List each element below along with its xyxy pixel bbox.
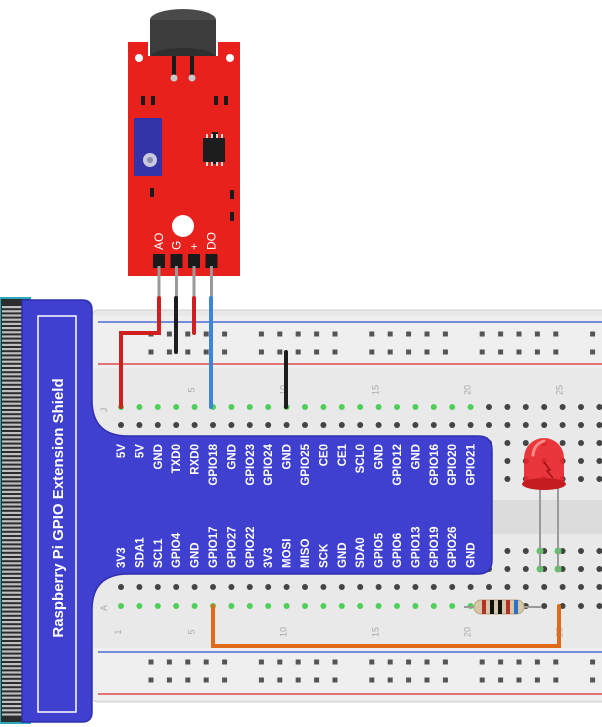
shield-labels-top: 5V 5V GND TXD0 RXD0 GPIO18 GND GPIO23 GPIO24 GND G… bbox=[116, 443, 478, 485]
gpio-pin-label: GND bbox=[337, 542, 349, 568]
gpio-pin-label: GPIO27 bbox=[226, 526, 238, 568]
gpio-pin-label: GND bbox=[466, 542, 478, 568]
column-number: 5 bbox=[187, 387, 197, 392]
column-number: 5 bbox=[187, 629, 197, 634]
resistor bbox=[464, 599, 542, 615]
rail-holes bbox=[148, 331, 596, 683]
sensor-pin-label: DO bbox=[205, 232, 219, 250]
column-number: 10 bbox=[279, 627, 289, 637]
shield-labels-bottom: 3V3 SDA1 SCL1 GPIO4 GND GPIO17 GPIO27 GPIO22 3V3… bbox=[116, 526, 478, 568]
column-number: 15 bbox=[371, 385, 381, 395]
column-number: 25 bbox=[555, 385, 565, 395]
gpio-pin-label: GPIO24 bbox=[263, 443, 275, 485]
gpio-extension-shield: Raspberry Pi GPIO Extension Shield 5V 5V G… bbox=[21, 299, 493, 723]
gpio-pin-label: GPIO19 bbox=[429, 526, 441, 568]
row-letter-a: A bbox=[99, 605, 109, 611]
gpio-pin-label: SDA0 bbox=[355, 537, 367, 568]
gpio-pin-label: TXD0 bbox=[171, 444, 183, 473]
gpio-pin-label: MISO bbox=[300, 539, 312, 568]
gpio-pin-label: GPIO6 bbox=[392, 533, 404, 568]
sensor-pin-label: + bbox=[187, 243, 201, 250]
column-number: 15 bbox=[371, 627, 381, 637]
column-number: 20 bbox=[463, 385, 473, 395]
column-number: 10 bbox=[279, 385, 289, 395]
gpio-pin-label: CE1 bbox=[337, 443, 349, 466]
gpio-pin-label: 5V bbox=[134, 444, 146, 458]
gpio-pin-label: SCK bbox=[318, 543, 330, 568]
gpio-pin-label: GPIO20 bbox=[447, 444, 459, 486]
led-red bbox=[522, 438, 566, 572]
gpio-pin-label: GPIO4 bbox=[171, 532, 183, 568]
gpio-pin-label: GPIO26 bbox=[447, 526, 459, 568]
gpio-pin-label: SDA1 bbox=[134, 537, 146, 568]
gpio-pin-label: GND bbox=[282, 444, 294, 470]
gpio-pin-label: CE0 bbox=[318, 444, 330, 466]
column-number: 20 bbox=[463, 627, 473, 637]
sensor-pin-label: G bbox=[170, 241, 184, 250]
wire-orange-led bbox=[211, 604, 561, 648]
gpio-pin-label: GND bbox=[226, 444, 238, 470]
gpio-pin-label: GPIO5 bbox=[374, 532, 386, 568]
gpio-pin-label: GPIO21 bbox=[466, 443, 478, 485]
sensor-pin-header bbox=[170, 254, 183, 268]
gpio-pin-label: GPIO13 bbox=[410, 526, 422, 568]
potentiometer bbox=[134, 118, 162, 176]
gpio-pin-label: GND bbox=[410, 444, 422, 470]
gpio-pin-label: GPIO12 bbox=[392, 444, 404, 486]
wire-red-to-power bbox=[119, 296, 161, 409]
gpio-pin-label: GPIO23 bbox=[245, 444, 257, 486]
gpio-pin-label: SCL1 bbox=[153, 538, 165, 568]
gpio-pin-label: GPIO22 bbox=[245, 526, 257, 568]
gpio-pin-label: 5V bbox=[116, 444, 128, 458]
gpio-pin-label: GPIO17 bbox=[208, 526, 220, 568]
gpio-pin-label: GND bbox=[153, 444, 165, 470]
sensor-pin-label: AO bbox=[152, 233, 166, 250]
gpio-pin-label: 3V3 bbox=[263, 548, 275, 568]
sensor-pin-header bbox=[205, 254, 218, 268]
gpio-pin-label: SCL0 bbox=[355, 444, 367, 473]
gpio-pin-label: GND bbox=[190, 542, 202, 568]
gpio-pin-label: GPIO18 bbox=[208, 443, 220, 485]
gpio-pin-label: GPIO25 bbox=[300, 443, 312, 485]
wires bbox=[119, 296, 561, 648]
gpio-pin-label: 3V3 bbox=[116, 548, 128, 568]
sensor-pin-header bbox=[153, 254, 165, 268]
sound-sensor-module: AO G+ DO bbox=[128, 9, 240, 300]
shield-title: Raspberry Pi GPIO Extension Shield bbox=[50, 378, 67, 637]
sensor-pin-header bbox=[188, 254, 200, 268]
gpio-pin-label: GND bbox=[374, 444, 386, 470]
gpio-pin-label: GPIO16 bbox=[429, 444, 441, 486]
gpio-pin-label: RXD0 bbox=[190, 444, 202, 475]
gpio-pin-label: MOSI bbox=[282, 539, 294, 568]
column-number: 1 bbox=[113, 629, 123, 634]
row-letter-j: J bbox=[99, 408, 109, 413]
